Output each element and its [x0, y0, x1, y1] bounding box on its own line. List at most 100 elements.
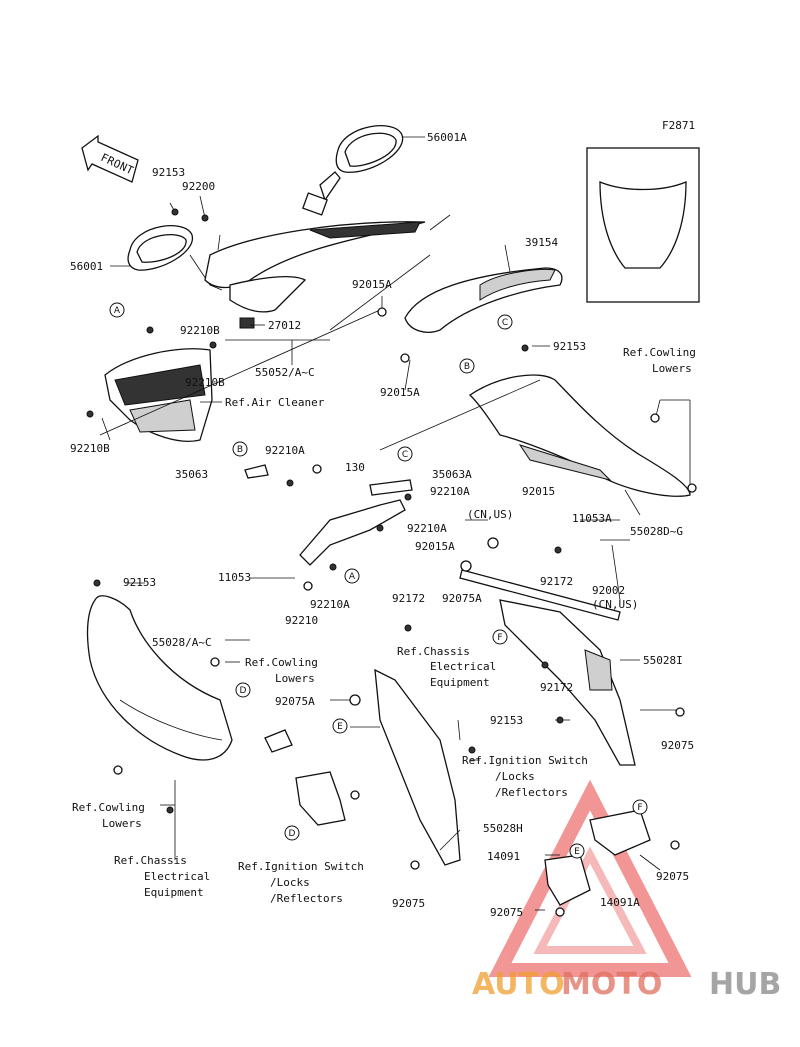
- label-92075A: 92075A: [442, 592, 482, 605]
- label-92075: 92075: [490, 906, 523, 919]
- callout-letter: D: [289, 829, 296, 839]
- callout-B-1: B: [459, 358, 475, 374]
- watermark-text: AUTO MOTO HUB: [472, 967, 781, 1002]
- label-92075: 92075: [656, 870, 689, 883]
- label-ref-ignition-switch: Ref.Ignition Switch: [462, 754, 588, 767]
- label-27012: 27012: [268, 319, 301, 332]
- label-92153: 92153: [490, 714, 523, 727]
- label-130: 130: [345, 461, 365, 474]
- label-35063A: 35063A: [432, 468, 472, 481]
- label-92210: 92210: [285, 614, 318, 627]
- figure-code: F2871: [662, 119, 695, 132]
- side-cowling-upper-right: [468, 374, 691, 497]
- callout-A-1: A: [109, 302, 125, 318]
- label-11053A: 11053A: [572, 512, 612, 525]
- callout-letter: B: [237, 445, 243, 455]
- label-92002: 92002: [592, 584, 625, 597]
- label-92075: 92075: [661, 739, 694, 752]
- label-ref-chassis: Ref.Chassis: [114, 854, 187, 867]
- label-92210A: 92210A: [430, 485, 470, 498]
- callout-letter: E: [574, 847, 580, 857]
- callout-E-1: E: [332, 718, 348, 734]
- watermark-hub: HUB: [709, 967, 781, 1002]
- label-92210A: 92210A: [407, 522, 447, 535]
- callout-A-2: A: [344, 568, 360, 584]
- windshield-option-inset: [586, 147, 700, 303]
- inner-panel-center: [295, 668, 461, 866]
- callout-letter: A: [114, 306, 121, 316]
- label-11053: 11053: [218, 571, 251, 584]
- label-92015A: 92015A: [380, 386, 420, 399]
- side-cowling-lower-right: [499, 599, 636, 766]
- callout-letter: B: [464, 362, 470, 372]
- label-92172: 92172: [392, 592, 425, 605]
- callout-D-1: D: [235, 682, 251, 698]
- label-text: Lowers: [102, 817, 142, 830]
- label-text: /Locks: [270, 876, 310, 889]
- callout-C-2: C: [397, 446, 413, 462]
- part-labels: 56001A 92153 92200 56001 92210B 92210B 9…: [70, 131, 696, 919]
- label-92210A: 92210A: [265, 444, 305, 457]
- label-ref-ignition-switch: Ref.Ignition Switch: [238, 860, 364, 873]
- label-35063: 35063: [175, 468, 208, 481]
- callout-letter: C: [502, 318, 508, 328]
- label-text: Equipment: [144, 886, 204, 899]
- label-55052: 55052/A~C: [255, 366, 315, 379]
- label-92015: 92015: [522, 485, 555, 498]
- stay-bar: [459, 537, 621, 621]
- mirror-right: [302, 125, 404, 216]
- label-92153: 92153: [123, 576, 156, 589]
- callout-D-2: D: [284, 825, 300, 841]
- label-text: /Reflectors: [270, 892, 343, 905]
- callout-letter: A: [349, 572, 356, 582]
- label-text: /Locks: [495, 770, 535, 783]
- label-14091A: 14091A: [600, 896, 640, 909]
- label-55028H: 55028H: [483, 822, 523, 835]
- label-92172: 92172: [540, 575, 573, 588]
- label-text: Electrical: [430, 660, 496, 673]
- upper-cowl-panel: [204, 221, 426, 329]
- label-39154: 39154: [525, 236, 558, 249]
- label-text: /Reflectors: [495, 786, 568, 799]
- inner-bracket-assembly: [104, 348, 213, 442]
- label-text: Lowers: [652, 362, 692, 375]
- label-ref-cowling-lowers: Ref.Cowling: [72, 801, 145, 814]
- callout-F-2: F: [632, 799, 648, 815]
- callout-letter: F: [497, 633, 502, 643]
- label-92210B: 92210B: [180, 324, 220, 337]
- side-cowling-left: [86, 595, 293, 761]
- callout-letter: E: [337, 722, 343, 732]
- callout-letter: C: [402, 450, 408, 460]
- label-ref-chassis: Ref.Chassis: [397, 645, 470, 658]
- watermark-moto: MOTO: [561, 967, 662, 1002]
- label-92075: 92075: [392, 897, 425, 910]
- label-92210B: 92210B: [70, 442, 110, 455]
- front-arrow-icon: FRONT: [81, 134, 139, 183]
- label-92075A: 92075A: [275, 695, 315, 708]
- label-ref-cowling-lowers: Ref.Cowling: [245, 656, 318, 669]
- label-14091: 14091: [487, 850, 520, 863]
- label-55028-A-C: 55028/A~C: [152, 636, 212, 649]
- label-92200: 92200: [182, 180, 215, 193]
- label-ref-cowling-lowers: Ref.Cowling: [623, 346, 696, 359]
- label-55028D-G: 55028D~G: [630, 525, 683, 538]
- label-text: Equipment: [430, 676, 490, 689]
- mirror-left: [127, 225, 223, 291]
- leader-lines: [99, 136, 691, 911]
- windshield: [404, 267, 563, 333]
- label-92015A: 92015A: [415, 540, 455, 553]
- label-ref-air-cleaner: Ref.Air Cleaner: [225, 396, 325, 409]
- label-92153: 92153: [553, 340, 586, 353]
- label-92210A: 92210A: [310, 598, 350, 611]
- label-92153: 92153: [152, 166, 185, 179]
- callout-letter: D: [240, 686, 247, 696]
- callouts: A C B B C A F D E D F E: [109, 302, 648, 859]
- callout-letter: F: [637, 803, 642, 813]
- mounting-bracket-center: [244, 464, 413, 566]
- bracket-lower-right: [544, 809, 651, 906]
- label-cn-us: (CN,US): [592, 598, 638, 611]
- label-text: Lowers: [275, 672, 315, 685]
- callout-E-2: E: [569, 843, 585, 859]
- label-92210B: 92210B: [185, 376, 225, 389]
